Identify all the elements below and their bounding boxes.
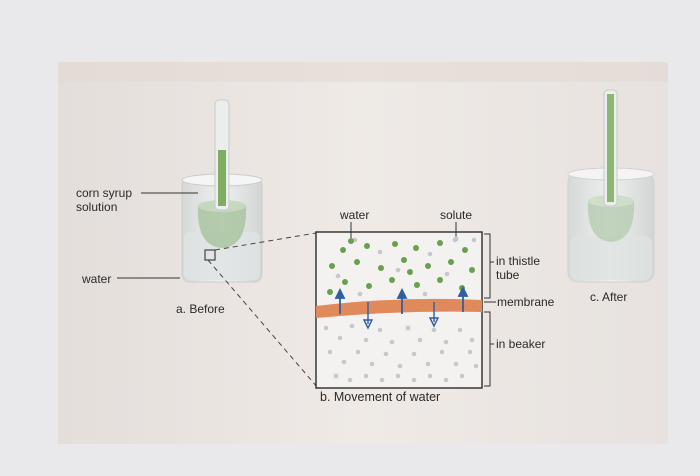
zoom-marker (204, 249, 216, 261)
solute-label: solute (440, 208, 473, 222)
beaker-before (181, 99, 263, 283)
water-particles-lower (323, 323, 479, 383)
thistle-tube-label-2: tube (496, 268, 520, 282)
in-beaker-label: in beaker (496, 337, 546, 351)
water-label-left: water (82, 272, 112, 286)
membrane-band (316, 298, 482, 318)
before-caption: a. Before (176, 302, 225, 316)
membrane-label: membrane (497, 295, 555, 309)
solution-label: solution (76, 200, 118, 214)
water-label-top: water (340, 208, 370, 222)
movement-caption: b. Movement of water (320, 390, 441, 404)
corn-syrup-label: corn syrup (76, 186, 133, 200)
solute-particles (327, 240, 475, 295)
beaker-after (567, 89, 655, 283)
region-brackets (484, 233, 496, 387)
thistle-tube-label-1: in thistle (496, 254, 541, 268)
after-caption: c. After (590, 290, 628, 304)
water-movement-arrows-down (362, 302, 440, 330)
water-movement-arrows (334, 285, 469, 314)
membrane-zoom-box (315, 222, 483, 389)
